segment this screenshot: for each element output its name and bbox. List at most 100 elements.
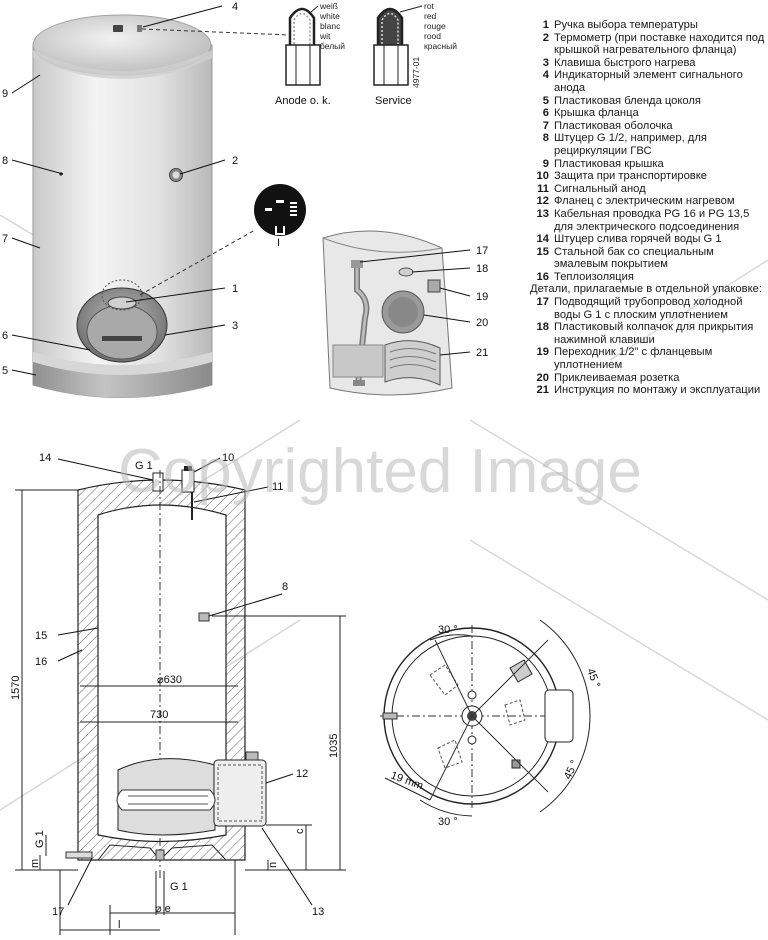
- legend-text: Кабельная проводка PG 16 и PG 13,5 для э…: [554, 207, 750, 233]
- svg-text:14: 14: [39, 452, 51, 464]
- svg-text:rood: rood: [424, 31, 441, 41]
- section-callouts: 14 G 1 10 11 8 15 16 12 17 13: [35, 452, 324, 918]
- svg-text:17: 17: [476, 245, 488, 257]
- svg-text:16: 16: [35, 656, 47, 668]
- callout-9: 9: [2, 88, 8, 100]
- svg-text:⌀630: ⌀630: [157, 674, 182, 686]
- legend-text: Штуцер G 1/2, например, для рециркуляции…: [554, 132, 707, 157]
- legend-text: Переходник 1/2" с фланцевым уплотнением: [554, 346, 713, 372]
- legend-number: 10: [536, 170, 549, 183]
- accessory-kit: [322, 230, 453, 396]
- legend-text: Сигнальный анод: [554, 182, 646, 195]
- svg-text:11: 11: [272, 481, 283, 493]
- legend-item: 20 Приклеиваемая розетка: [530, 372, 768, 385]
- svg-text:rouge: rouge: [424, 21, 446, 31]
- boost-key: [107, 296, 137, 310]
- callout-7: 7: [2, 233, 8, 245]
- svg-text:rot: rot: [424, 1, 435, 11]
- legend-text: Подводящий трубопровод холодной воды G 1…: [554, 296, 743, 321]
- svg-text:18: 18: [476, 263, 488, 275]
- svg-text:красный: красный: [424, 41, 457, 51]
- callout-2: 2: [232, 155, 238, 167]
- svg-text:⌀ e: ⌀ e: [155, 903, 171, 915]
- exterior-callouts: 4 2 8 9 7 1 3 6 5: [2, 1, 238, 377]
- diagram-code: 4977-01: [411, 57, 421, 88]
- svg-text:30 °: 30 °: [438, 624, 458, 636]
- heater-exterior: [32, 14, 291, 398]
- plan-view: [380, 619, 591, 817]
- svg-text:8: 8: [282, 581, 288, 593]
- legend-item: 12 Фланец с электрическим нагревом: [530, 195, 768, 208]
- svg-text:wit: wit: [319, 31, 331, 41]
- legend-item: 17 Подводящий трубопровод холодной воды G…: [530, 296, 768, 321]
- svg-text:45 °: 45 °: [584, 667, 602, 690]
- svg-text:730: 730: [150, 709, 168, 721]
- callout-6: 6: [2, 330, 8, 342]
- svg-text:12: 12: [296, 768, 308, 780]
- legend-list: 1 Ручка выбора температуры 2 Термометр (при…: [530, 19, 768, 397]
- legend-number: 1: [542, 19, 549, 31]
- svg-text:weiß: weiß: [319, 1, 338, 11]
- callout-4: 4: [232, 1, 238, 13]
- legend-text: Приклеиваемая розетка: [554, 371, 680, 384]
- legend-text: Теплоизоляция: [554, 270, 634, 283]
- anode-indicator: [137, 25, 142, 32]
- legend-text: Крышка фланца: [554, 107, 639, 120]
- legend-number: 16: [536, 270, 549, 283]
- legend-item: 21 Инструкция по монтажу и эксплуатации: [530, 384, 768, 397]
- legend-number: 2: [542, 31, 549, 44]
- callout-3: 3: [232, 320, 238, 332]
- adapter: [427, 279, 441, 293]
- legend-number: 17: [536, 296, 549, 309]
- svg-text:n: n: [267, 862, 279, 868]
- legend-number: 12: [536, 195, 549, 208]
- legend-number: 20: [536, 371, 549, 384]
- legend-text: Термометр (при поставке находится под кр…: [554, 31, 765, 57]
- legend-text: Защита при транспортировке: [554, 170, 707, 183]
- recirculation-port: [198, 612, 210, 622]
- legend-text: Инструкция по монтажу и эксплуатации: [554, 384, 761, 397]
- heating-flange: [213, 759, 267, 827]
- legend-number: 21: [536, 384, 549, 397]
- svg-text:1570: 1570: [10, 676, 22, 700]
- legend-text: Пластиковая оболочка: [554, 119, 673, 132]
- legend-text: Ручка выбора температуры: [554, 19, 698, 31]
- svg-text:13: 13: [312, 906, 324, 918]
- callout-5: 5: [2, 365, 8, 377]
- svg-text:red: red: [424, 11, 437, 21]
- svg-text:G 1: G 1: [135, 460, 153, 472]
- cold-water-inlet: [65, 851, 93, 859]
- anode-ok-label: Anode o. k.: [275, 95, 331, 107]
- legend-text: Фланец с электрическим нагревом: [554, 195, 735, 208]
- anode-colors-left: weiß white blanc wit белый: [310, 1, 345, 51]
- legend-number: 15: [536, 245, 549, 258]
- svg-text:белый: белый: [320, 41, 345, 51]
- section-dim-labels: 1570 ⌀630 730 1035 c n m G 1 G 1 ⌀ e l: [10, 674, 340, 931]
- legend-item: 13 Кабельная проводка PG 16 и PG 13,5 для…: [530, 208, 768, 233]
- legend-number: 8: [542, 132, 549, 145]
- legend-item: 1 Ручка выбора температуры: [530, 19, 768, 32]
- svg-text:blanc: blanc: [320, 21, 341, 31]
- svg-text:G 1: G 1: [170, 881, 188, 893]
- svg-text:21: 21: [476, 347, 488, 359]
- legend-text: Штуцер слива горячей воды G 1: [554, 233, 722, 246]
- legend-number: 13: [536, 207, 549, 220]
- svg-text:c: c: [294, 828, 306, 834]
- section-dimensions: [15, 489, 346, 935]
- legend-number: 9: [542, 157, 549, 170]
- section-drawing: [65, 466, 267, 880]
- plastic-cap: [398, 267, 414, 277]
- legend-number: 4: [542, 69, 549, 82]
- svg-text:10: 10: [222, 452, 234, 464]
- kit-callouts: 17 18 19 20 21: [359, 245, 488, 359]
- svg-text:l: l: [118, 919, 120, 931]
- callout-1: 1: [232, 283, 238, 295]
- legend-item: 8 Штуцер G 1/2, например, для рециркуляци…: [530, 132, 768, 157]
